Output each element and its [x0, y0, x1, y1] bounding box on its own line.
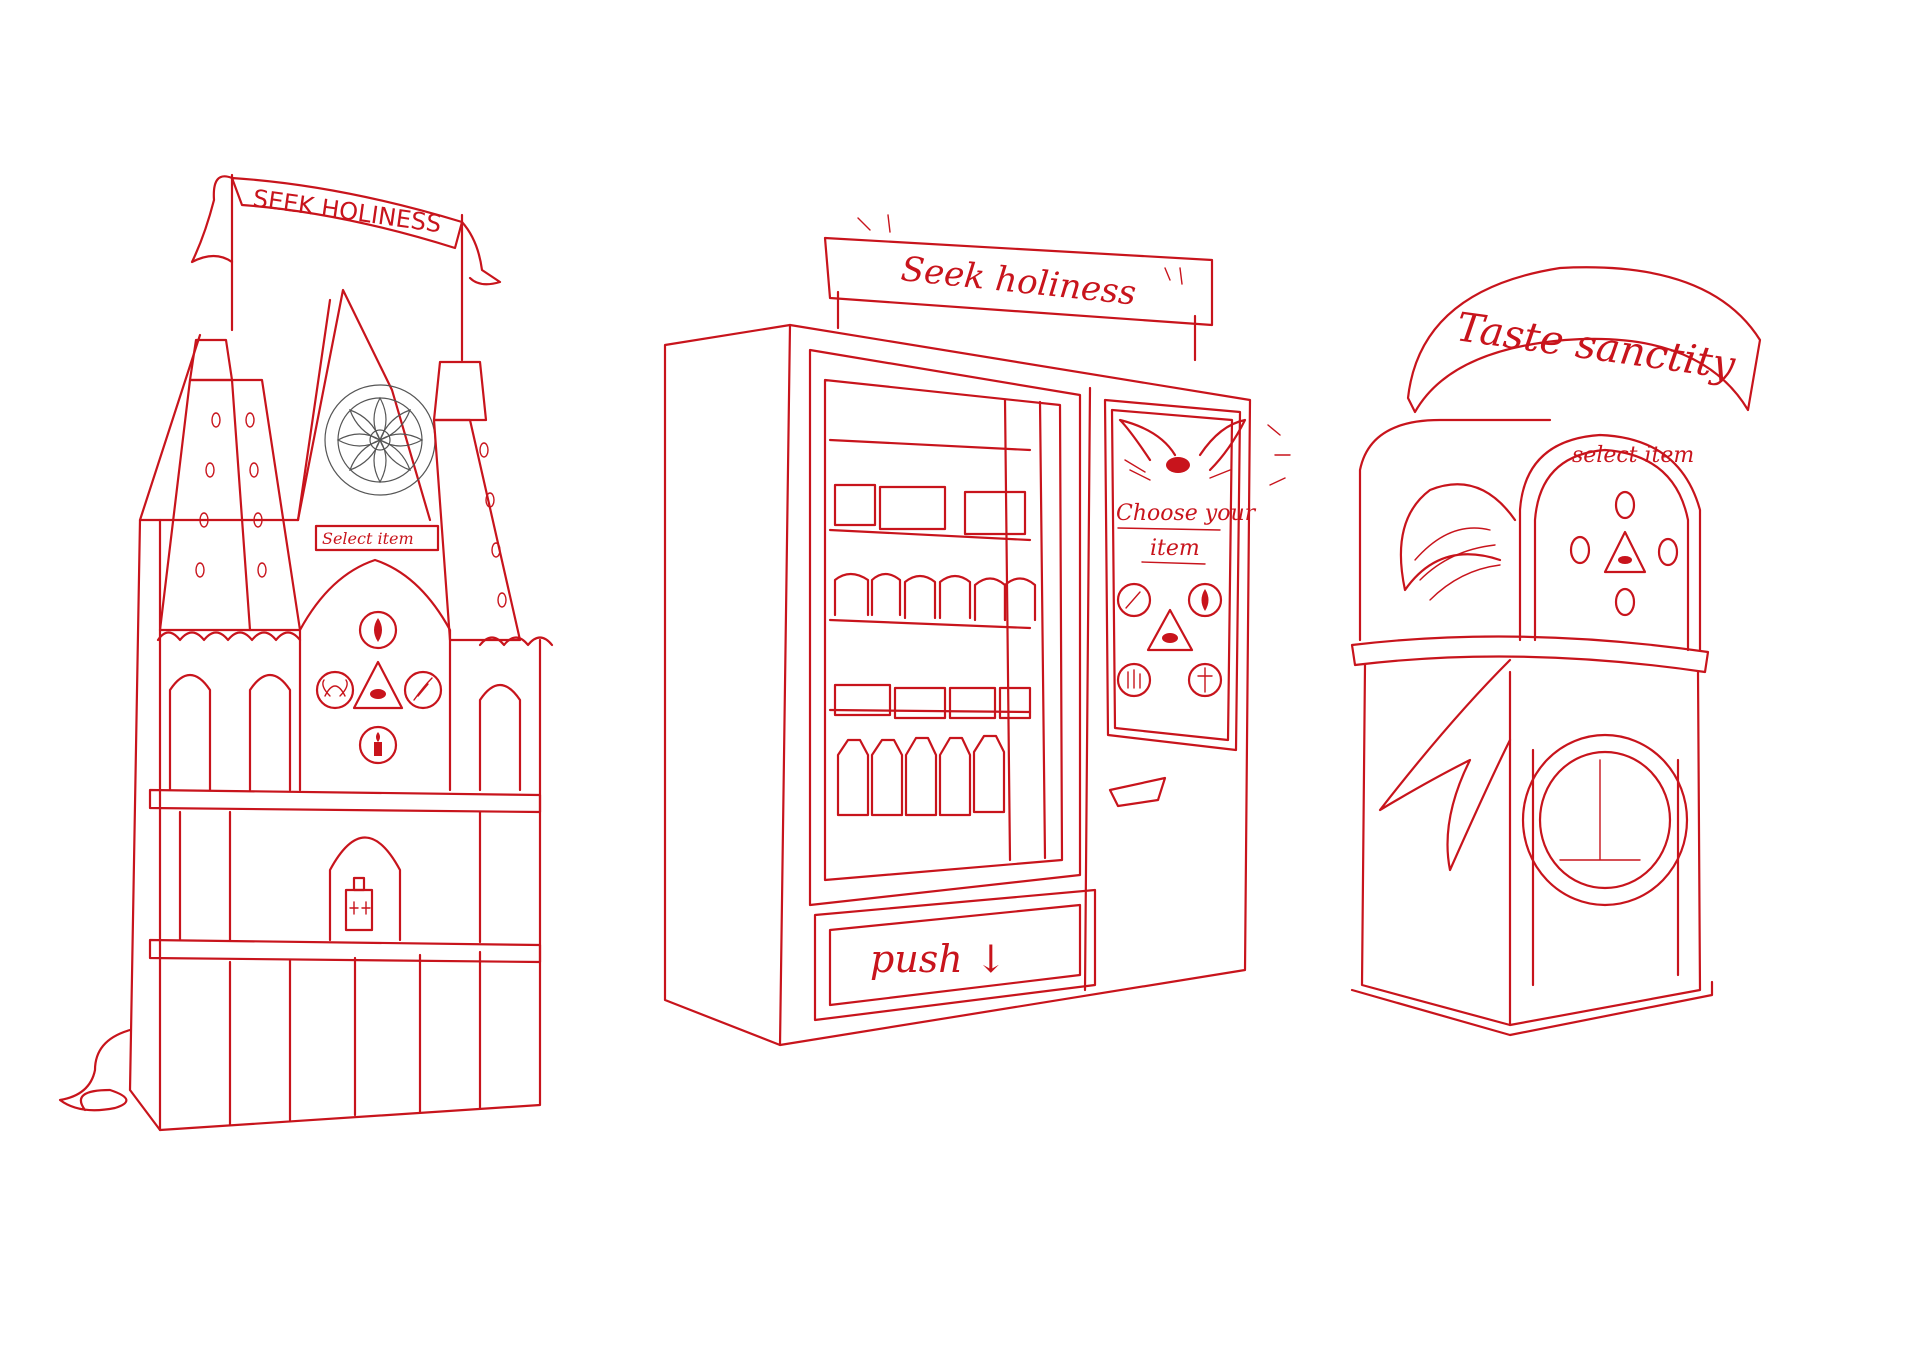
push-label: push ↓ [870, 937, 1007, 981]
taste-sanctity-arch: Taste sanctity [1406, 266, 1762, 414]
rose-window [324, 384, 436, 496]
flame-icon[interactable] [1569, 535, 1591, 565]
winged-eye-icon [1118, 418, 1247, 481]
standard-vending-machine: Seek holiness [663, 214, 1291, 1047]
eye-triangle-icon[interactable] [1146, 608, 1194, 652]
sanctity-kiosk: Taste sanctity select item [1350, 266, 1762, 1037]
cathedral-select-label: Select item [322, 529, 414, 548]
candle-icon[interactable] [358, 725, 398, 765]
vending-header-text: Seek holiness [899, 249, 1138, 313]
vending-header: Seek holiness [823, 236, 1214, 362]
feather-icon[interactable] [403, 670, 443, 710]
push-tray[interactable]: push ↓ [813, 888, 1097, 1022]
seek-holiness-banner: SEEK HOLINESS [190, 175, 502, 286]
holy-bottle [344, 876, 374, 932]
arch-text: Taste sanctity [1454, 304, 1740, 389]
cathedral-button-panel [315, 610, 443, 765]
kiosk-button-panel [1569, 490, 1679, 617]
cathedral-select-plaque: Select item [314, 524, 440, 552]
flame-icon[interactable] [1187, 582, 1223, 618]
cross-icon[interactable] [1187, 662, 1223, 698]
eye-triangle-icon[interactable] [352, 660, 404, 710]
panel-prompt-line2: item [1150, 536, 1200, 561]
coin-slot[interactable] [1108, 776, 1167, 808]
kiosk-round-hatch[interactable] [1521, 733, 1689, 987]
kiosk-select-label: select item [1572, 443, 1694, 468]
swirl-icon[interactable] [1614, 587, 1636, 617]
shelf-row-boxes [833, 483, 1027, 536]
swirl-icon[interactable] [1657, 537, 1679, 567]
flame-icon[interactable] [358, 610, 398, 650]
wing-ornament [1378, 483, 1517, 872]
eye-triangle-icon[interactable] [1603, 530, 1647, 574]
flame-icon[interactable] [1614, 490, 1636, 520]
shelf-row-cartons [833, 683, 1032, 720]
shelf-row-bottles [836, 734, 1006, 817]
shelf-row-loaves [833, 572, 1037, 622]
lotus-icon[interactable] [315, 670, 355, 710]
cathedral-vending-machine: SEEK HOLINESS [58, 173, 554, 1132]
hand-icon[interactable] [1116, 662, 1152, 698]
panel-prompt: Choose your [1116, 501, 1257, 526]
feather-icon[interactable] [1116, 582, 1152, 618]
vending-control-panel: Choose your item [1103, 398, 1257, 752]
